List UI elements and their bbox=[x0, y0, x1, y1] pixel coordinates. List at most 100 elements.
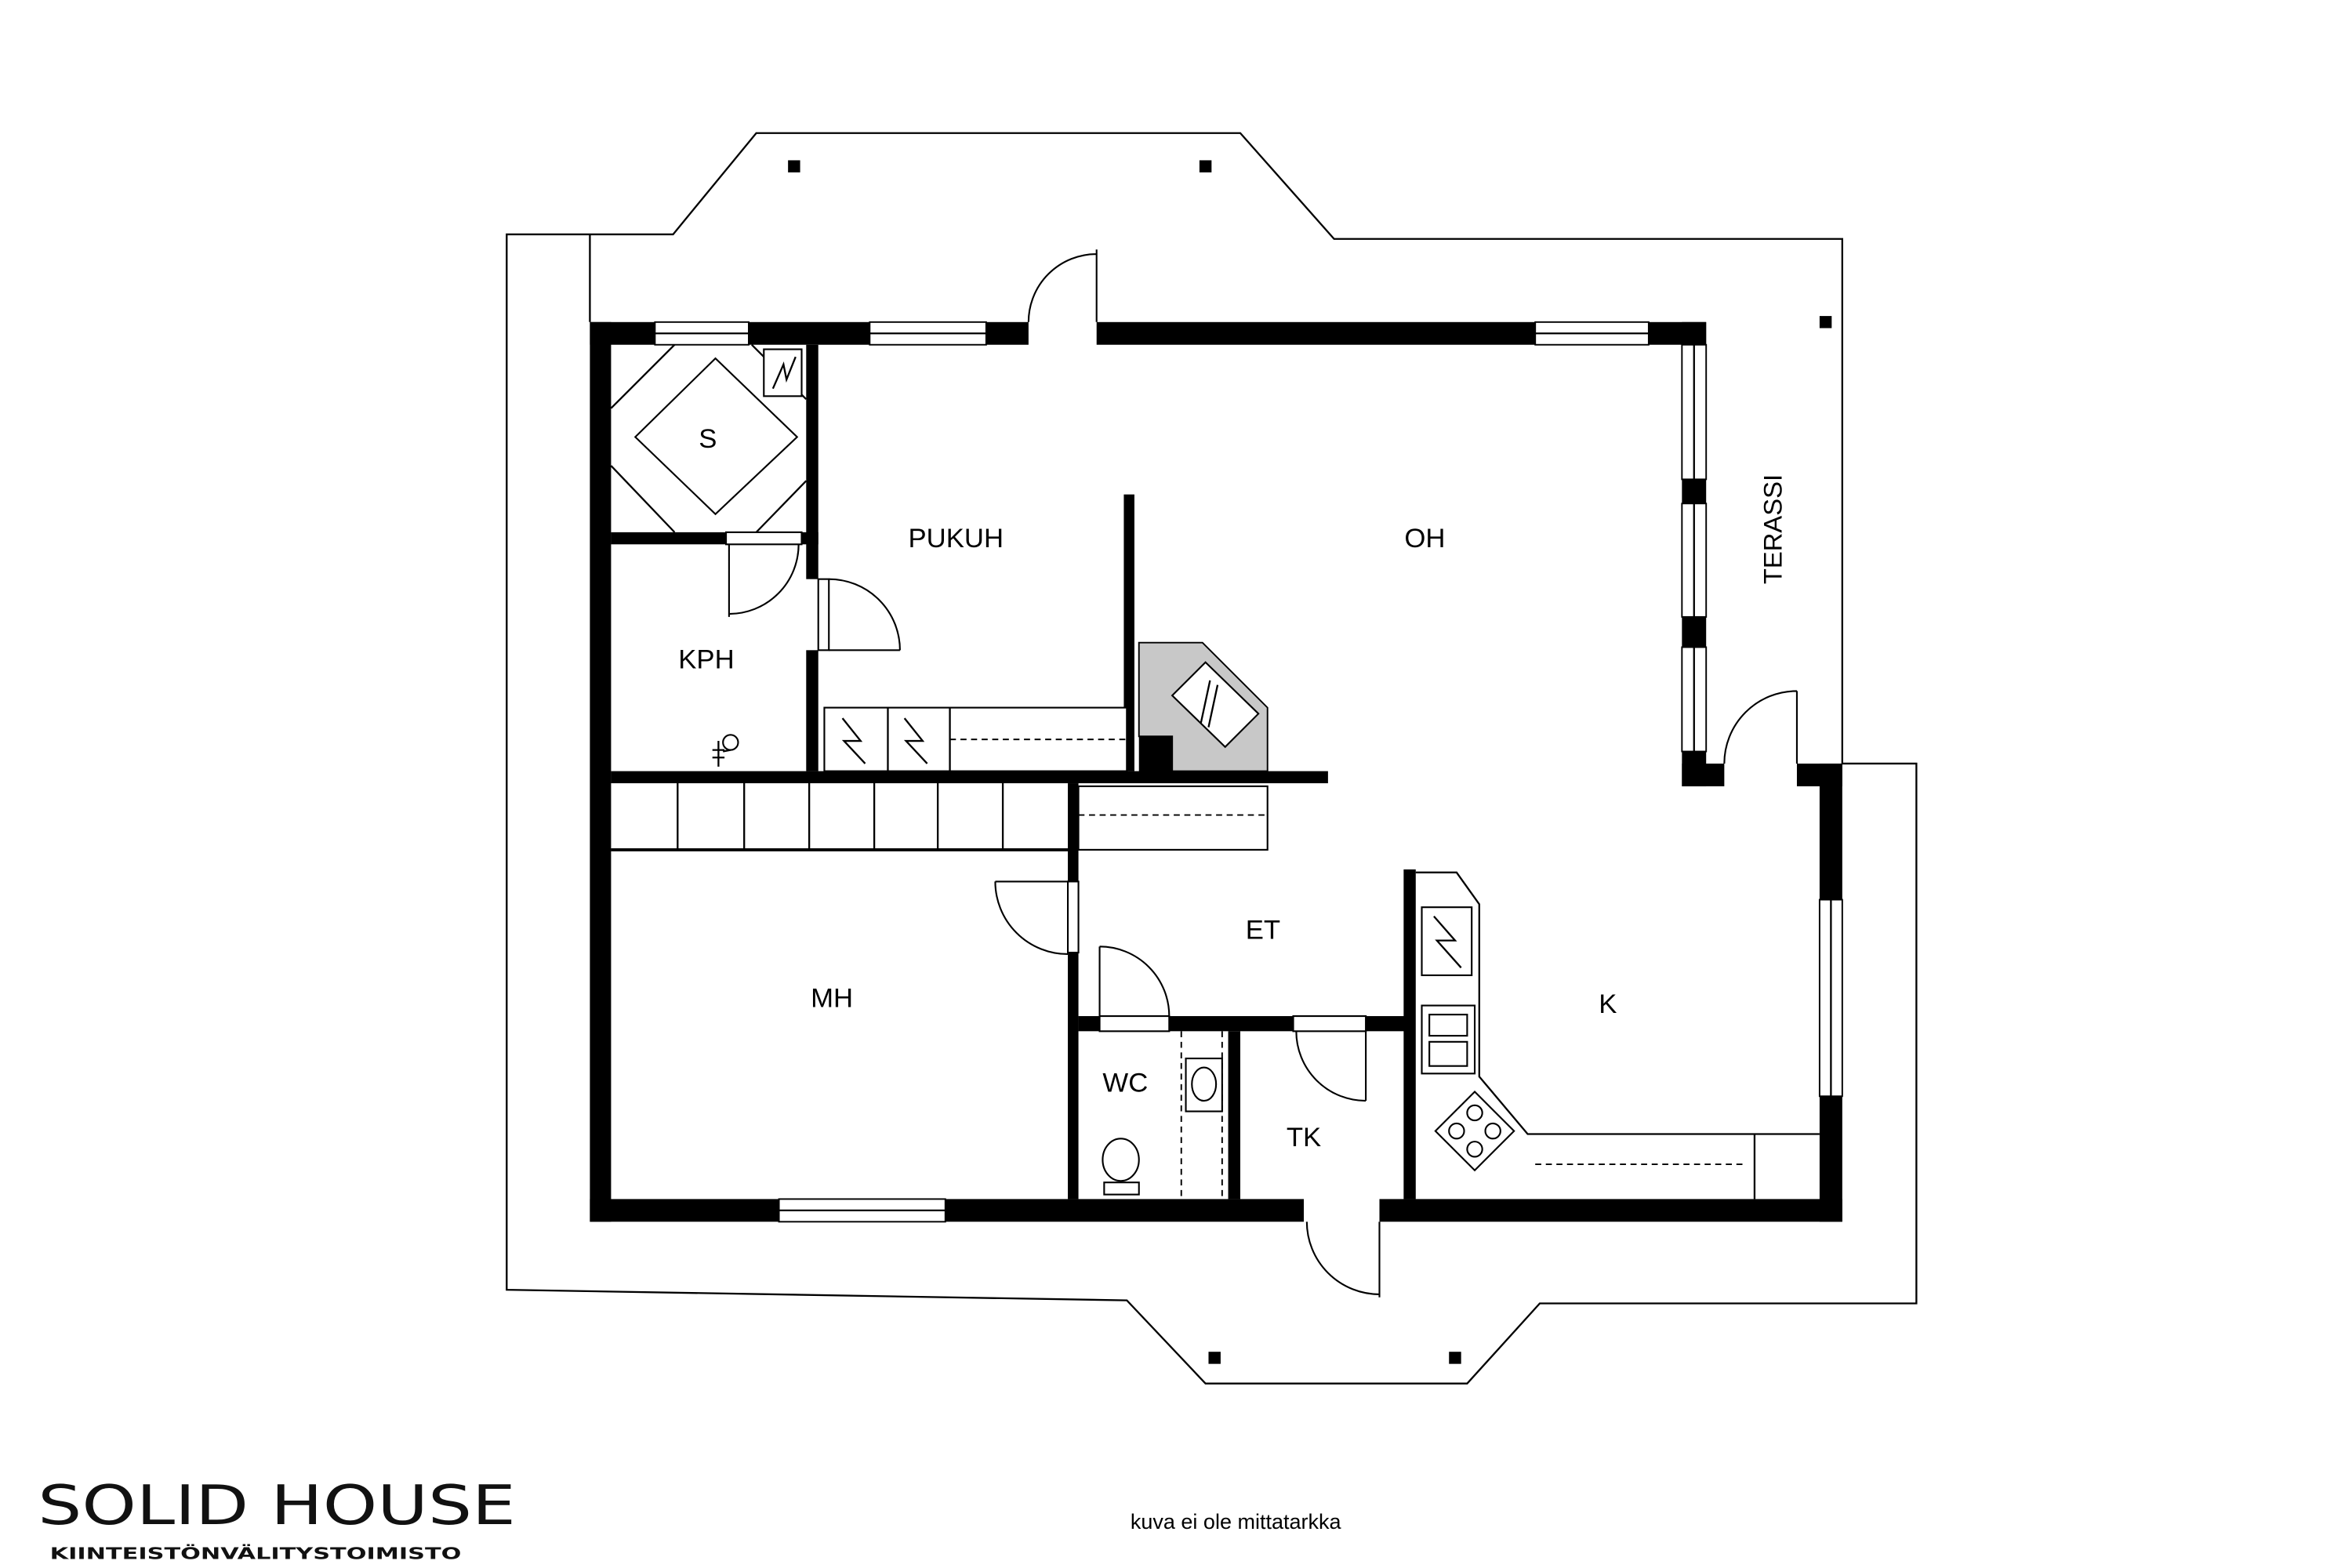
wall-segment bbox=[1819, 1096, 1842, 1222]
post bbox=[1819, 316, 1832, 328]
toilet-tank bbox=[1103, 1181, 1140, 1196]
door-mh bbox=[994, 880, 1069, 956]
wall-segment bbox=[806, 344, 818, 579]
post bbox=[1199, 160, 1212, 172]
wall-segment bbox=[1682, 763, 1725, 786]
toilet-bowl bbox=[1102, 1138, 1140, 1182]
burner bbox=[1448, 1122, 1465, 1140]
door-frame bbox=[817, 578, 830, 652]
hall-closet bbox=[1077, 785, 1269, 851]
stove-symbol bbox=[771, 356, 797, 390]
wardrobe bbox=[823, 706, 1128, 772]
room-label-mh: MH bbox=[811, 983, 853, 1013]
stairs bbox=[611, 783, 1071, 851]
wall-segment bbox=[1096, 321, 1536, 345]
wall-segment bbox=[1068, 783, 1079, 882]
door-top bbox=[1027, 249, 1098, 322]
sauna-bench-line bbox=[610, 465, 676, 533]
door-bottom bbox=[1305, 1221, 1381, 1298]
door-kph-pukuh bbox=[829, 578, 901, 652]
sauna-bench-line bbox=[610, 343, 676, 409]
wall-segment bbox=[1169, 1016, 1294, 1032]
wc-fixtures bbox=[1102, 1031, 1223, 1200]
door-frame bbox=[1066, 880, 1080, 954]
basin-bowl bbox=[1191, 1066, 1218, 1102]
closet-outline bbox=[1077, 785, 1269, 851]
door-frame bbox=[1292, 1014, 1367, 1033]
sauna-bench-line bbox=[755, 480, 808, 533]
shower-pipe bbox=[712, 741, 731, 767]
wall-segment bbox=[611, 771, 1328, 784]
heater-symbol bbox=[841, 717, 866, 764]
stove bbox=[1434, 1090, 1515, 1172]
scale-note: kuva ei ole mittatarkka bbox=[1131, 1510, 1342, 1534]
room-label-et: ET bbox=[1246, 916, 1280, 946]
burner bbox=[1484, 1122, 1501, 1140]
fireplace bbox=[1138, 641, 1269, 775]
door-frame bbox=[724, 531, 803, 546]
door-tk bbox=[1295, 1031, 1367, 1102]
logo: SOLID HOUSE KIINTEISTÖNVÄLITYSTOIMISTO bbox=[38, 1475, 516, 1563]
fireplace-flue bbox=[1138, 736, 1173, 775]
room-label-wc: WC bbox=[1102, 1068, 1148, 1098]
door-wc bbox=[1098, 946, 1171, 1017]
sauna-bench bbox=[633, 357, 799, 516]
burner bbox=[1466, 1141, 1483, 1158]
room-labels: S PUKUH OH KPH MH ET WC TK K TERASSI bbox=[678, 424, 1787, 1152]
sauna-fixtures bbox=[610, 343, 808, 533]
burner bbox=[1466, 1104, 1483, 1122]
wall-segment bbox=[806, 650, 818, 771]
room-label-k: K bbox=[1599, 989, 1617, 1019]
appliance-symbol bbox=[1433, 915, 1462, 969]
interior-doors bbox=[724, 531, 1367, 1102]
sink-bowl bbox=[1428, 1014, 1468, 1037]
wall-segment bbox=[985, 321, 1029, 345]
room-label-pukuh: PUKUH bbox=[909, 524, 1004, 554]
door-terrace bbox=[1723, 690, 1798, 764]
exterior-walls bbox=[590, 321, 1842, 1222]
terrace-boundary bbox=[506, 132, 1918, 1385]
wall-segment bbox=[1682, 321, 1707, 345]
windows bbox=[654, 321, 1843, 1223]
logo-name: SOLID HOUSE bbox=[38, 1475, 516, 1537]
post bbox=[788, 160, 800, 172]
wall-segment bbox=[1403, 869, 1416, 1200]
wall-segment bbox=[1682, 616, 1707, 648]
door-frame bbox=[1098, 1014, 1171, 1033]
exterior-doors bbox=[1027, 249, 1798, 1298]
wall-segment bbox=[1366, 1016, 1407, 1032]
wall-segment bbox=[1078, 1016, 1100, 1032]
shower-head bbox=[722, 734, 739, 751]
wall-segment bbox=[590, 1199, 779, 1222]
terrace-posts bbox=[788, 160, 1832, 1364]
wall-segment bbox=[801, 532, 818, 545]
room-label-s: S bbox=[699, 424, 717, 454]
wall-segment bbox=[590, 321, 612, 1222]
room-label-tk: TK bbox=[1287, 1123, 1321, 1152]
kitchen-counter bbox=[1415, 871, 1820, 1135]
wall-segment bbox=[1379, 1199, 1842, 1222]
door-sauna bbox=[728, 544, 800, 617]
wall-segment bbox=[748, 321, 870, 345]
wall-segment bbox=[611, 532, 727, 545]
kitchen-fixtures bbox=[1415, 871, 1820, 1200]
post bbox=[1449, 1352, 1461, 1364]
wall-segment bbox=[1068, 953, 1079, 1200]
sauna-stove bbox=[763, 348, 803, 397]
wall-segment bbox=[1228, 1031, 1240, 1200]
wall-segment bbox=[945, 1199, 1305, 1222]
wall-segment bbox=[1682, 479, 1707, 504]
fireplace-hearth bbox=[1171, 661, 1260, 749]
heater-symbol bbox=[903, 717, 928, 764]
shower-fixture bbox=[712, 734, 739, 767]
wall-segment bbox=[1123, 494, 1134, 771]
room-label-terassi: TERASSI bbox=[1759, 474, 1788, 584]
terrace bbox=[506, 132, 1918, 1385]
fireplace-glass bbox=[1200, 680, 1219, 728]
sink-bowl bbox=[1428, 1040, 1468, 1067]
wall-segment bbox=[1819, 763, 1842, 900]
logo-subtitle: KIINTEISTÖNVÄLITYSTOIMISTO bbox=[50, 1544, 462, 1563]
post bbox=[1208, 1352, 1221, 1364]
room-label-kph: KPH bbox=[678, 644, 734, 674]
